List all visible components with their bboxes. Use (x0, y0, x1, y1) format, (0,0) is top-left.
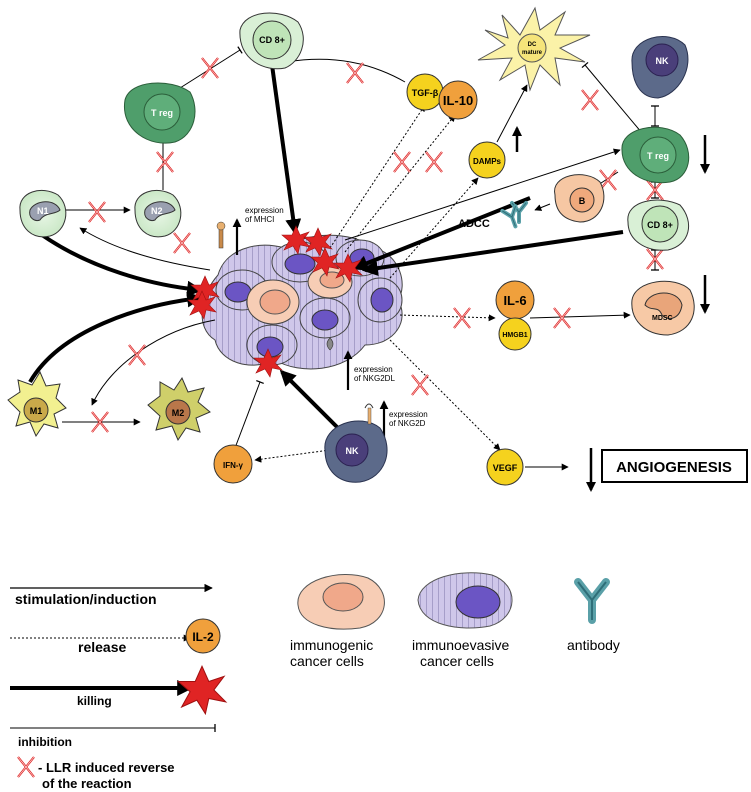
tumor-to-treg-arrow (344, 148, 621, 241)
m2-label: M2 (172, 408, 185, 418)
nk-bottom-cell: NK (324, 403, 388, 483)
cd8-top-cell: CD 8+ (239, 12, 304, 70)
b-cell: B (554, 174, 605, 223)
il6-label: IL-6 (503, 293, 526, 308)
legend-llr-cross-icon (16, 755, 36, 779)
m1-cell: M1 (7, 370, 67, 438)
mhci-receptor-icon (216, 221, 226, 249)
legend-immunoevasive-cell (417, 572, 513, 629)
cd8-right-cell: CD 8+ (627, 199, 689, 251)
adcc-label: ADCC (458, 218, 490, 230)
il6-to-mdsc-arrow (529, 311, 631, 319)
tumor-release-il10 (344, 114, 456, 253)
damps-label: DAMPs (473, 157, 502, 166)
treg-left-label: T reg (151, 108, 173, 118)
il2-label: IL-2 (192, 630, 214, 644)
dc-label-2: mature (522, 50, 543, 56)
nk-release-ifn (254, 449, 331, 463)
treg-inhibits-dc (581, 61, 643, 134)
n1-cell: N1 (19, 190, 67, 238)
treg-left-cell: T reg (124, 82, 196, 144)
legend-inhibition-label: inhibition (18, 735, 72, 749)
tumor-release-il6 (399, 314, 496, 322)
legend-antibody-label: antibody (567, 637, 620, 653)
legend-immunogenic-label-2: cancer cells (290, 653, 364, 669)
dc-mature-cell: DC mature (477, 6, 591, 92)
legend-immunoevasive-label-1: immunoevasive (412, 637, 509, 653)
angiogenesis-box: ANGIOGENESIS (601, 449, 748, 483)
legend-llr-label-1: - LLR induced reverse (38, 760, 175, 775)
tgf-inhibits-cd8 (285, 57, 406, 83)
tumor-cluster (201, 234, 403, 370)
n2-label: N2 (151, 206, 163, 216)
hmgb1-label: HMGB1 (502, 332, 527, 339)
damps-cytokine: DAMPs (468, 141, 506, 179)
legend-llr-label-2: of the reaction (42, 776, 132, 791)
cd8-right-label: CD 8+ (647, 220, 673, 230)
mhci-annotation-1: expression (245, 206, 284, 215)
legend-killing-label: killing (77, 694, 112, 708)
m2-cell: M2 (147, 376, 211, 442)
mdsc-label: MDSC (652, 315, 673, 322)
mhci-annotation-2: of MHCI (245, 215, 274, 224)
hmgb1-cytokine: HMGB1 (498, 317, 532, 351)
tgf-beta-cytokine: TGF-β (406, 73, 444, 111)
il10-label: IL-10 (443, 93, 473, 108)
n2-cell: N2 (134, 190, 182, 238)
b-label: B (579, 196, 586, 206)
nk-bottom-label: NK (346, 446, 359, 456)
tumor-to-n1-arrow (79, 227, 211, 271)
legend: stimulation/induction release IL-2 killi… (10, 572, 620, 791)
damps-to-dc-arrow (496, 84, 528, 143)
nkg2dl-receptor-icon (326, 337, 334, 351)
nk-top-label: NK (656, 56, 669, 66)
tumor-release-vegf (389, 339, 501, 451)
nkg2dl-annotation-2: of NKG2DL (354, 374, 395, 383)
vegf-label: VEGF (493, 463, 518, 473)
il2-cytokine: IL-2 (185, 618, 221, 654)
tgf-label: TGF-β (412, 88, 439, 98)
legend-antibody-icon (578, 582, 606, 620)
cd8-right-kill-arrow (361, 230, 624, 277)
legend-immunoevasive-label-2: cancer cells (420, 653, 494, 669)
legend-release-label: release (78, 639, 126, 655)
vegf-cytokine: VEGF (486, 448, 524, 486)
il6-cytokine: IL-6 (495, 280, 535, 320)
cd8-kill-arrow (270, 64, 302, 236)
n1-label: N1 (37, 206, 49, 216)
nkg2d-annotation-2: of NKG2D (389, 419, 426, 428)
dc-label-1: DC (528, 42, 537, 48)
m1-kill-arrow (28, 291, 204, 384)
nkg2dl-annotation-1: expression (354, 365, 393, 374)
nkg2d-annotation-1: expression (389, 410, 428, 419)
il10-cytokine: IL-10 (438, 80, 478, 120)
ifn-label: IFN-γ (223, 461, 244, 470)
treg-right-cell: T reg (621, 126, 690, 184)
legend-immunogenic-label-1: immunogenic (290, 637, 373, 653)
angiogenesis-label: ANGIOGENESIS (616, 459, 732, 476)
m1-label: M1 (30, 406, 43, 416)
n1-kill-arrow (40, 233, 204, 297)
nk-top-cell: NK (631, 36, 689, 99)
ifn-gamma-cytokine: IFN-γ (213, 444, 253, 484)
ifn-inhibits-tumor (234, 379, 264, 449)
mdsc-cell: MDSC (631, 280, 695, 336)
tumor-release-tgf (329, 104, 426, 249)
b-to-antibody-arrow (534, 203, 551, 211)
legend-stimulation-label: stimulation/induction (15, 591, 157, 607)
legend-immunogenic-cell (297, 574, 385, 630)
nk-kill-arrow (279, 369, 344, 434)
cd8-top-label: CD 8+ (259, 35, 285, 45)
treg-right-label: T reg (647, 151, 669, 161)
